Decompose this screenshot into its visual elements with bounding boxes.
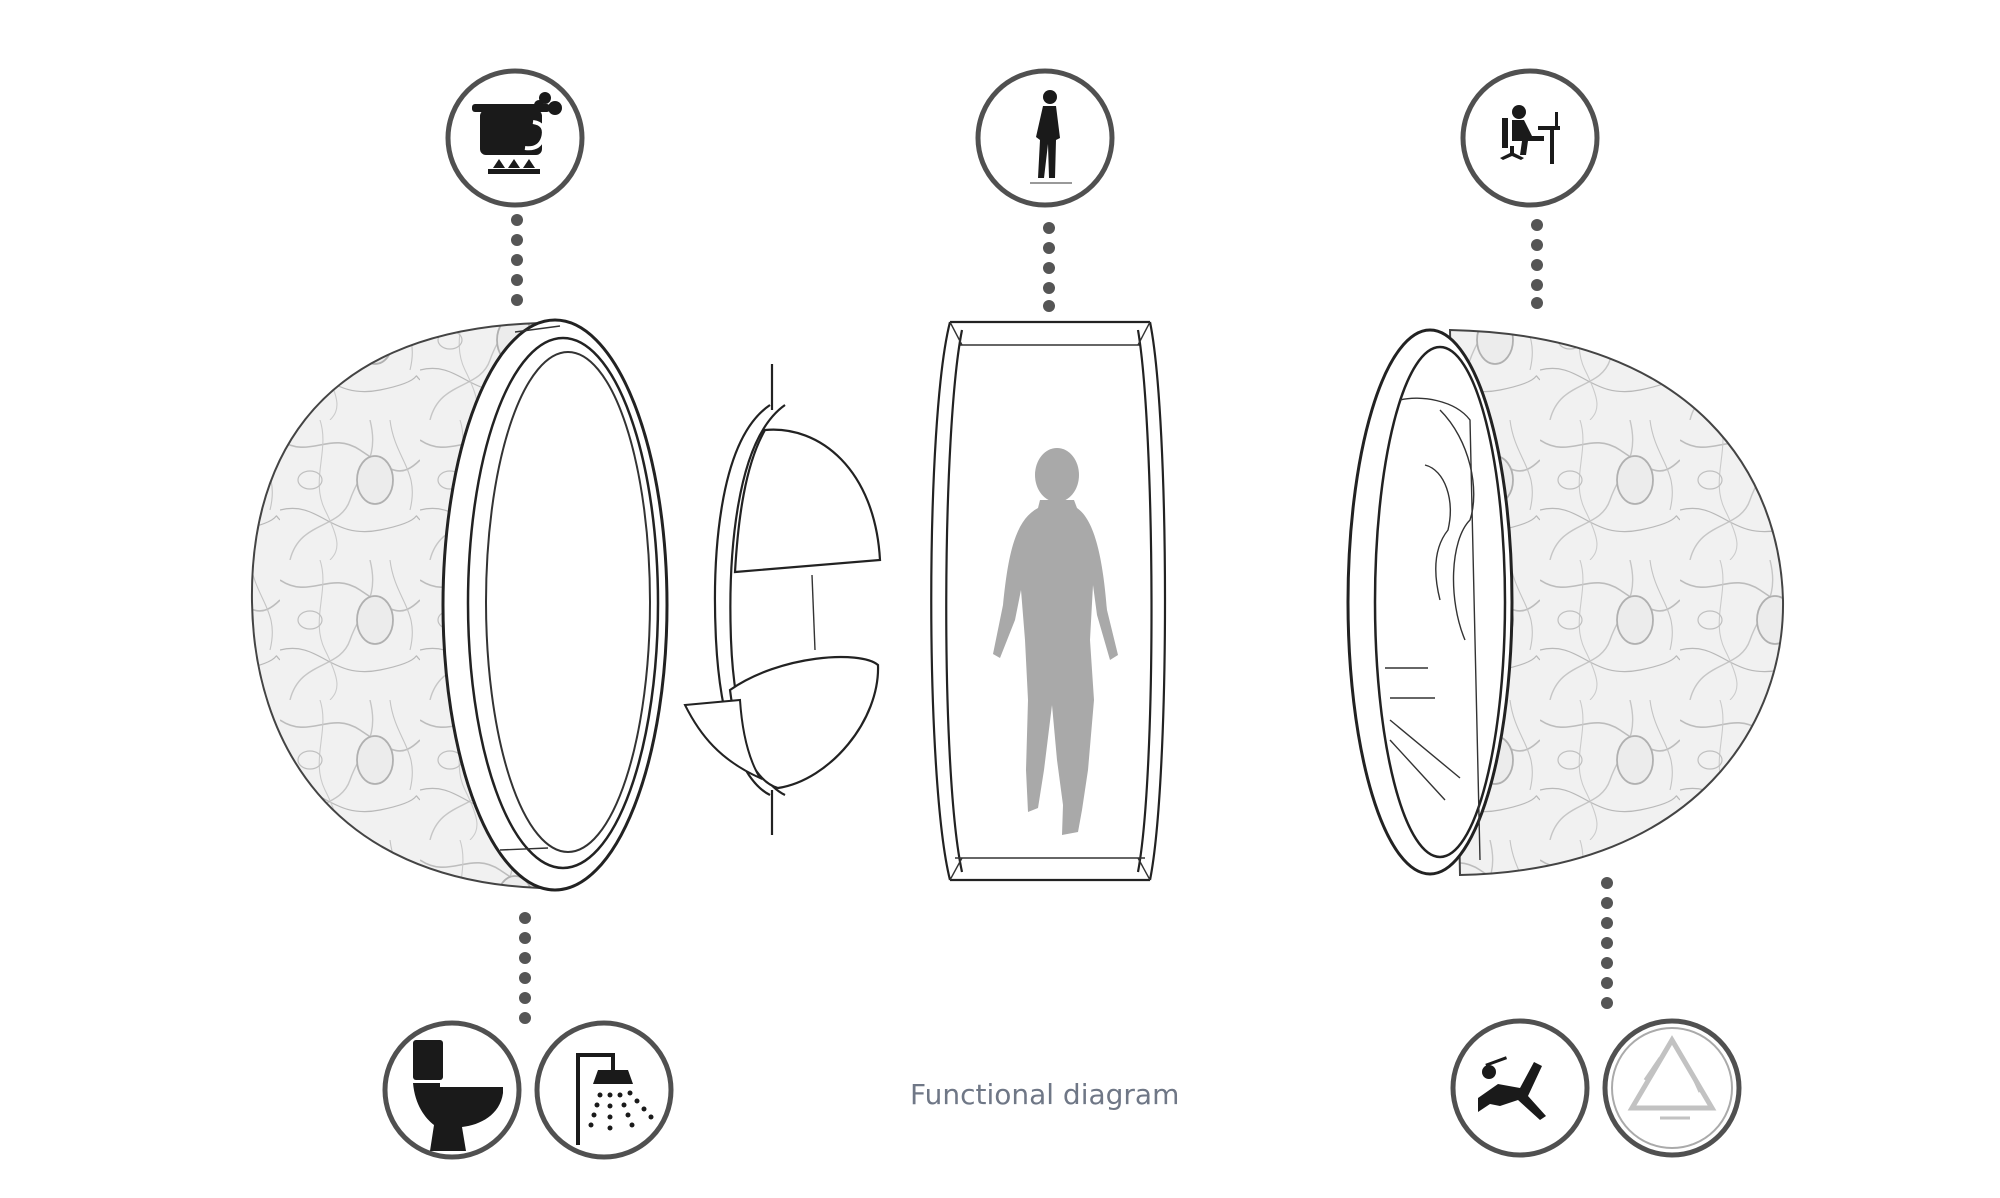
cooking-pot-icon (472, 92, 562, 174)
shower-icon (576, 1053, 654, 1145)
connector-bottom-right (1601, 877, 1613, 1009)
shower-icon-badge (534, 1020, 674, 1160)
connector-top-right (1531, 219, 1543, 309)
connector-top-left (511, 214, 523, 306)
right-hemisphere-shell (1346, 328, 1785, 877)
connector-bottom-left (519, 912, 531, 1024)
connector-top-center (1043, 222, 1055, 312)
walking-woman-silhouette (993, 448, 1118, 835)
center-cylinder (930, 320, 1167, 882)
toilet-icon-badge (382, 1020, 522, 1160)
desk-worker-icon (1500, 105, 1560, 164)
walking-person-icon (1030, 90, 1072, 184)
seat-ring-module (683, 364, 882, 835)
walking-icon-badge (975, 68, 1115, 208)
left-hemisphere-shell (250, 318, 669, 892)
relax-icon-badge (1450, 1018, 1590, 1158)
recycle-icon-badge (1602, 1018, 1742, 1158)
reclining-person-icon (1478, 1056, 1546, 1120)
cooking-icon-badge (445, 68, 585, 208)
recycle-icon (1627, 1035, 1717, 1120)
diagram-caption: Functional diagram (910, 1078, 1179, 1111)
desk-icon-badge (1460, 68, 1600, 208)
toilet-icon (413, 1040, 503, 1151)
